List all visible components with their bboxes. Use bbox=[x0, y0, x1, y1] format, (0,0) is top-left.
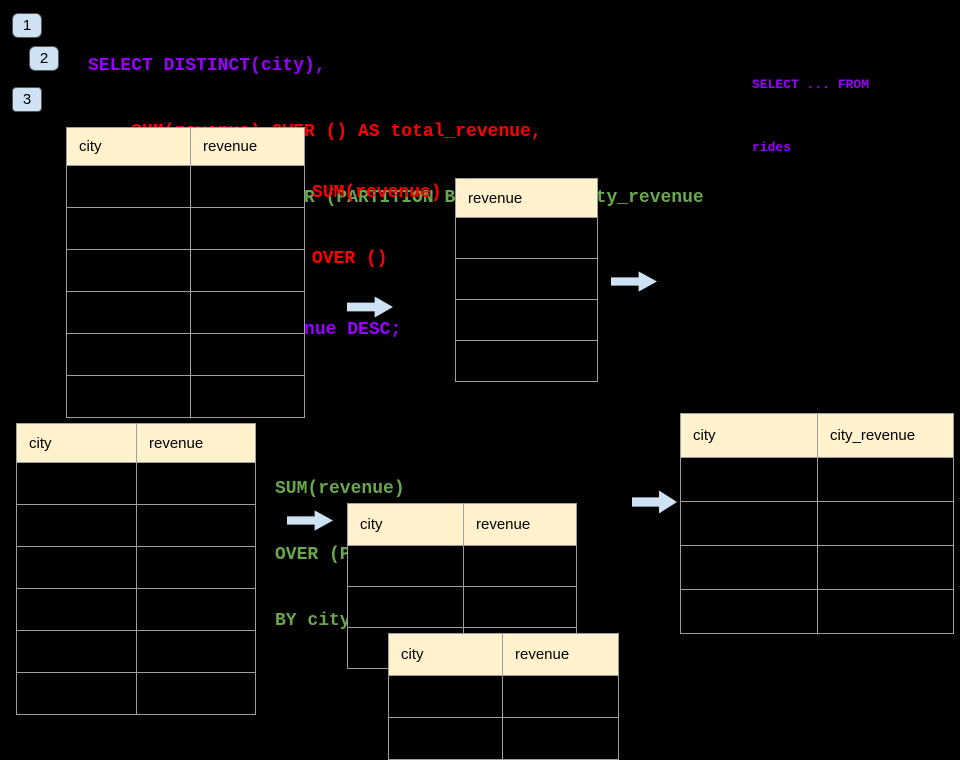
table-source-rides-top: city revenue bbox=[66, 127, 305, 418]
table-row bbox=[66, 165, 305, 208]
table-row bbox=[66, 333, 305, 376]
header-cell-city-revenue: city_revenue bbox=[817, 413, 954, 458]
table-header-row: city city_revenue bbox=[680, 413, 954, 458]
header-cell-revenue: revenue bbox=[455, 178, 598, 218]
table-header-row: revenue bbox=[455, 178, 598, 218]
header-cell-city: city bbox=[16, 423, 137, 463]
step-badge-1: 1 bbox=[12, 13, 42, 38]
header-cell-revenue: revenue bbox=[502, 633, 619, 676]
table-row bbox=[455, 299, 598, 341]
table-row bbox=[16, 546, 256, 589]
table-row bbox=[66, 375, 305, 418]
table-row bbox=[680, 545, 954, 590]
table-header-row: city revenue bbox=[388, 633, 619, 676]
sql-line-select: SELECT DISTINCT(city), bbox=[88, 56, 326, 76]
header-cell-city: city bbox=[66, 127, 191, 166]
header-cell-revenue: revenue bbox=[190, 127, 305, 166]
table-row bbox=[455, 217, 598, 259]
table-row bbox=[16, 630, 256, 673]
side-code-line-1: SELECT ... FROM bbox=[752, 77, 870, 92]
table-row bbox=[388, 675, 619, 718]
header-cell-revenue: revenue bbox=[136, 423, 256, 463]
table-row bbox=[455, 258, 598, 300]
label-total-revenue-line-1: SUM(revenue) bbox=[312, 183, 442, 203]
table-partition-step-overlay: city revenue bbox=[388, 633, 619, 760]
table-row bbox=[16, 462, 256, 505]
table-header-row: city revenue bbox=[16, 423, 256, 463]
side-code-line-2: rides bbox=[752, 140, 792, 155]
table-total-revenue-result: revenue bbox=[455, 178, 598, 382]
label-partition-line-1: SUM(revenue) bbox=[275, 479, 405, 499]
step-badge-2-label: 2 bbox=[39, 50, 49, 67]
table-row bbox=[347, 545, 577, 587]
table-row bbox=[680, 457, 954, 502]
header-cell-city: city bbox=[347, 503, 464, 546]
header-cell-city: city bbox=[680, 413, 818, 458]
header-cell-revenue: revenue bbox=[463, 503, 577, 546]
table-header-row: city revenue bbox=[347, 503, 577, 546]
table-city-revenue-result: city city_revenue bbox=[680, 413, 954, 634]
table-header-row: city revenue bbox=[66, 127, 305, 166]
table-row bbox=[680, 589, 954, 634]
table-row bbox=[388, 717, 619, 760]
table-row bbox=[16, 504, 256, 547]
header-cell-city: city bbox=[388, 633, 503, 676]
step-badge-3-label: 3 bbox=[22, 91, 32, 108]
table-row bbox=[66, 207, 305, 250]
sql-window-function-diagram: { "badges": [ { "label": "1" }, { "label… bbox=[12, 13, 954, 760]
table-row bbox=[66, 291, 305, 334]
table-row bbox=[16, 588, 256, 631]
step-badge-2: 2 bbox=[29, 46, 59, 71]
table-row bbox=[16, 672, 256, 715]
arrow-right-icon bbox=[632, 490, 677, 514]
table-row bbox=[347, 586, 577, 628]
label-total-revenue-line-2: OVER () bbox=[312, 249, 388, 269]
table-row bbox=[455, 340, 598, 382]
step-badge-1-label: 1 bbox=[22, 17, 32, 34]
table-row bbox=[680, 501, 954, 546]
table-source-rides-bottom: city revenue bbox=[16, 423, 256, 715]
side-code-snippet: SELECT ... FROM rides bbox=[752, 32, 869, 179]
table-row bbox=[66, 249, 305, 292]
label-total-revenue-window: SUM(revenue) OVER () bbox=[312, 138, 442, 292]
step-badge-3: 3 bbox=[12, 87, 42, 112]
